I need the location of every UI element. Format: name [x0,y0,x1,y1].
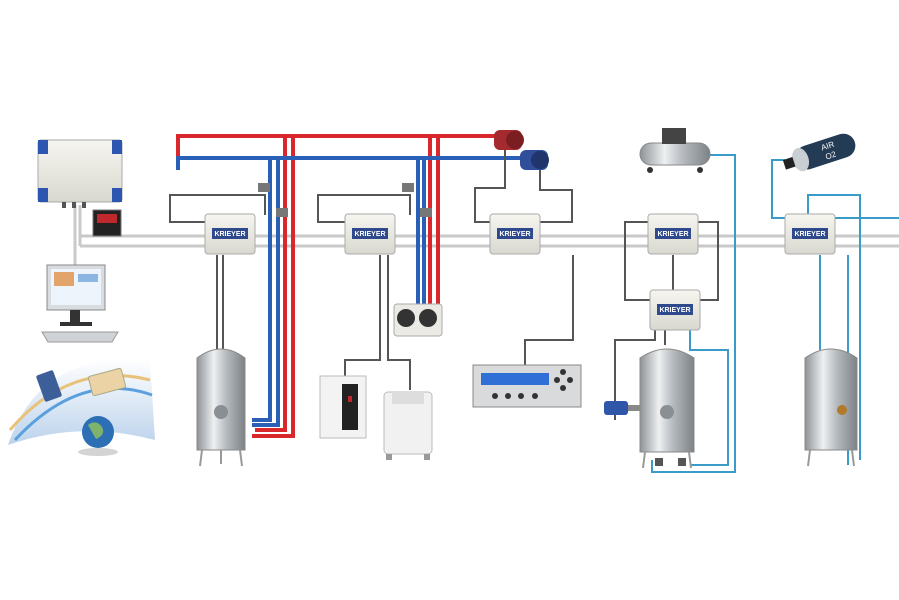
stirrer-motor [604,401,640,415]
cold-water-pipe [176,156,530,427]
circulation-pump-cold [520,150,549,170]
junction-box-1: KRIEYER [204,213,256,255]
junction-box-4: KRIEYER [647,213,699,255]
svg-text:KRIEYER: KRIEYER [794,231,825,238]
boiler [383,391,433,460]
svg-text:KRIEYER: KRIEYER [354,231,385,238]
svg-text:KRIEYER: KRIEYER [659,307,690,314]
junction-box-3: KRIEYER [489,213,541,255]
pc-workstation [41,264,119,343]
wine-tank-3 [804,348,858,467]
control-display-panel [472,364,582,408]
cylinder-label-o2: O2 [824,149,837,161]
svg-text:KRIEYER: KRIEYER [657,231,688,238]
wine-tank-2 [639,348,695,469]
panel-meter [92,209,122,237]
master-controller [37,139,123,208]
junction-boxes: KRIEYER KRIEYER KRIEYER KRIEYER KRIEYER … [204,213,836,331]
wine-tank-1 [196,348,246,467]
circulation-pump-hot [494,130,524,150]
svg-text:KRIEYER: KRIEYER [214,231,245,238]
data-bus [73,205,899,265]
air-compressor [639,128,711,173]
cylinder-label-air: AIR [820,140,836,153]
remote-access-illustration [8,359,155,456]
svg-text:KRIEYER: KRIEYER [499,231,530,238]
junction-box-5: KRIEYER [649,289,701,331]
chiller-unit [393,303,443,337]
signal-wiring [169,150,719,420]
gas-cylinder: AIR O2 [782,133,856,172]
junction-box-2: KRIEYER [344,213,396,255]
heater-cabinet [319,375,367,439]
valves [258,183,432,217]
hot-water-pipe [176,134,505,438]
junction-box-6: KRIEYER [784,213,836,255]
